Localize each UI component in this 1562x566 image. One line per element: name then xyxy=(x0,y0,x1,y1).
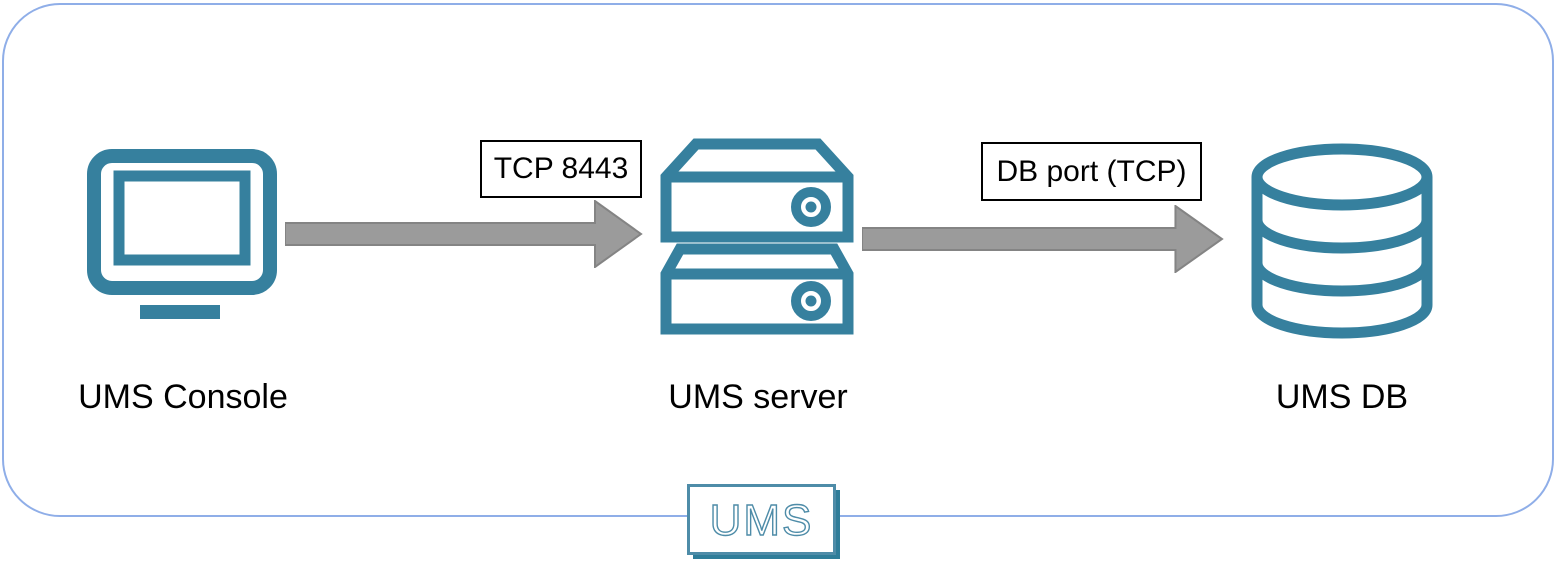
port-label-text: TCP 8443 xyxy=(493,152,629,185)
node-label-ums-console: UMS Console xyxy=(78,378,288,416)
arrow-server-to-db xyxy=(862,205,1224,273)
port-label-text: DB port (TCP) xyxy=(996,154,1187,188)
arrow-console-to-server xyxy=(285,200,643,268)
ums-badge-logo: UMS xyxy=(709,495,814,545)
monitor-icon xyxy=(87,149,277,319)
port-label-db-port-tcp: DB port (TCP) xyxy=(981,142,1202,201)
ums-badge: UMS xyxy=(687,484,836,555)
node-label-ums-server: UMS server xyxy=(668,378,848,416)
node-label-ums-db: UMS DB xyxy=(1275,378,1409,416)
server-icon xyxy=(660,138,854,335)
port-label-tcp-8443: TCP 8443 xyxy=(480,140,642,198)
database-icon xyxy=(1251,143,1433,339)
ums-badge-text: UMS xyxy=(710,496,814,545)
